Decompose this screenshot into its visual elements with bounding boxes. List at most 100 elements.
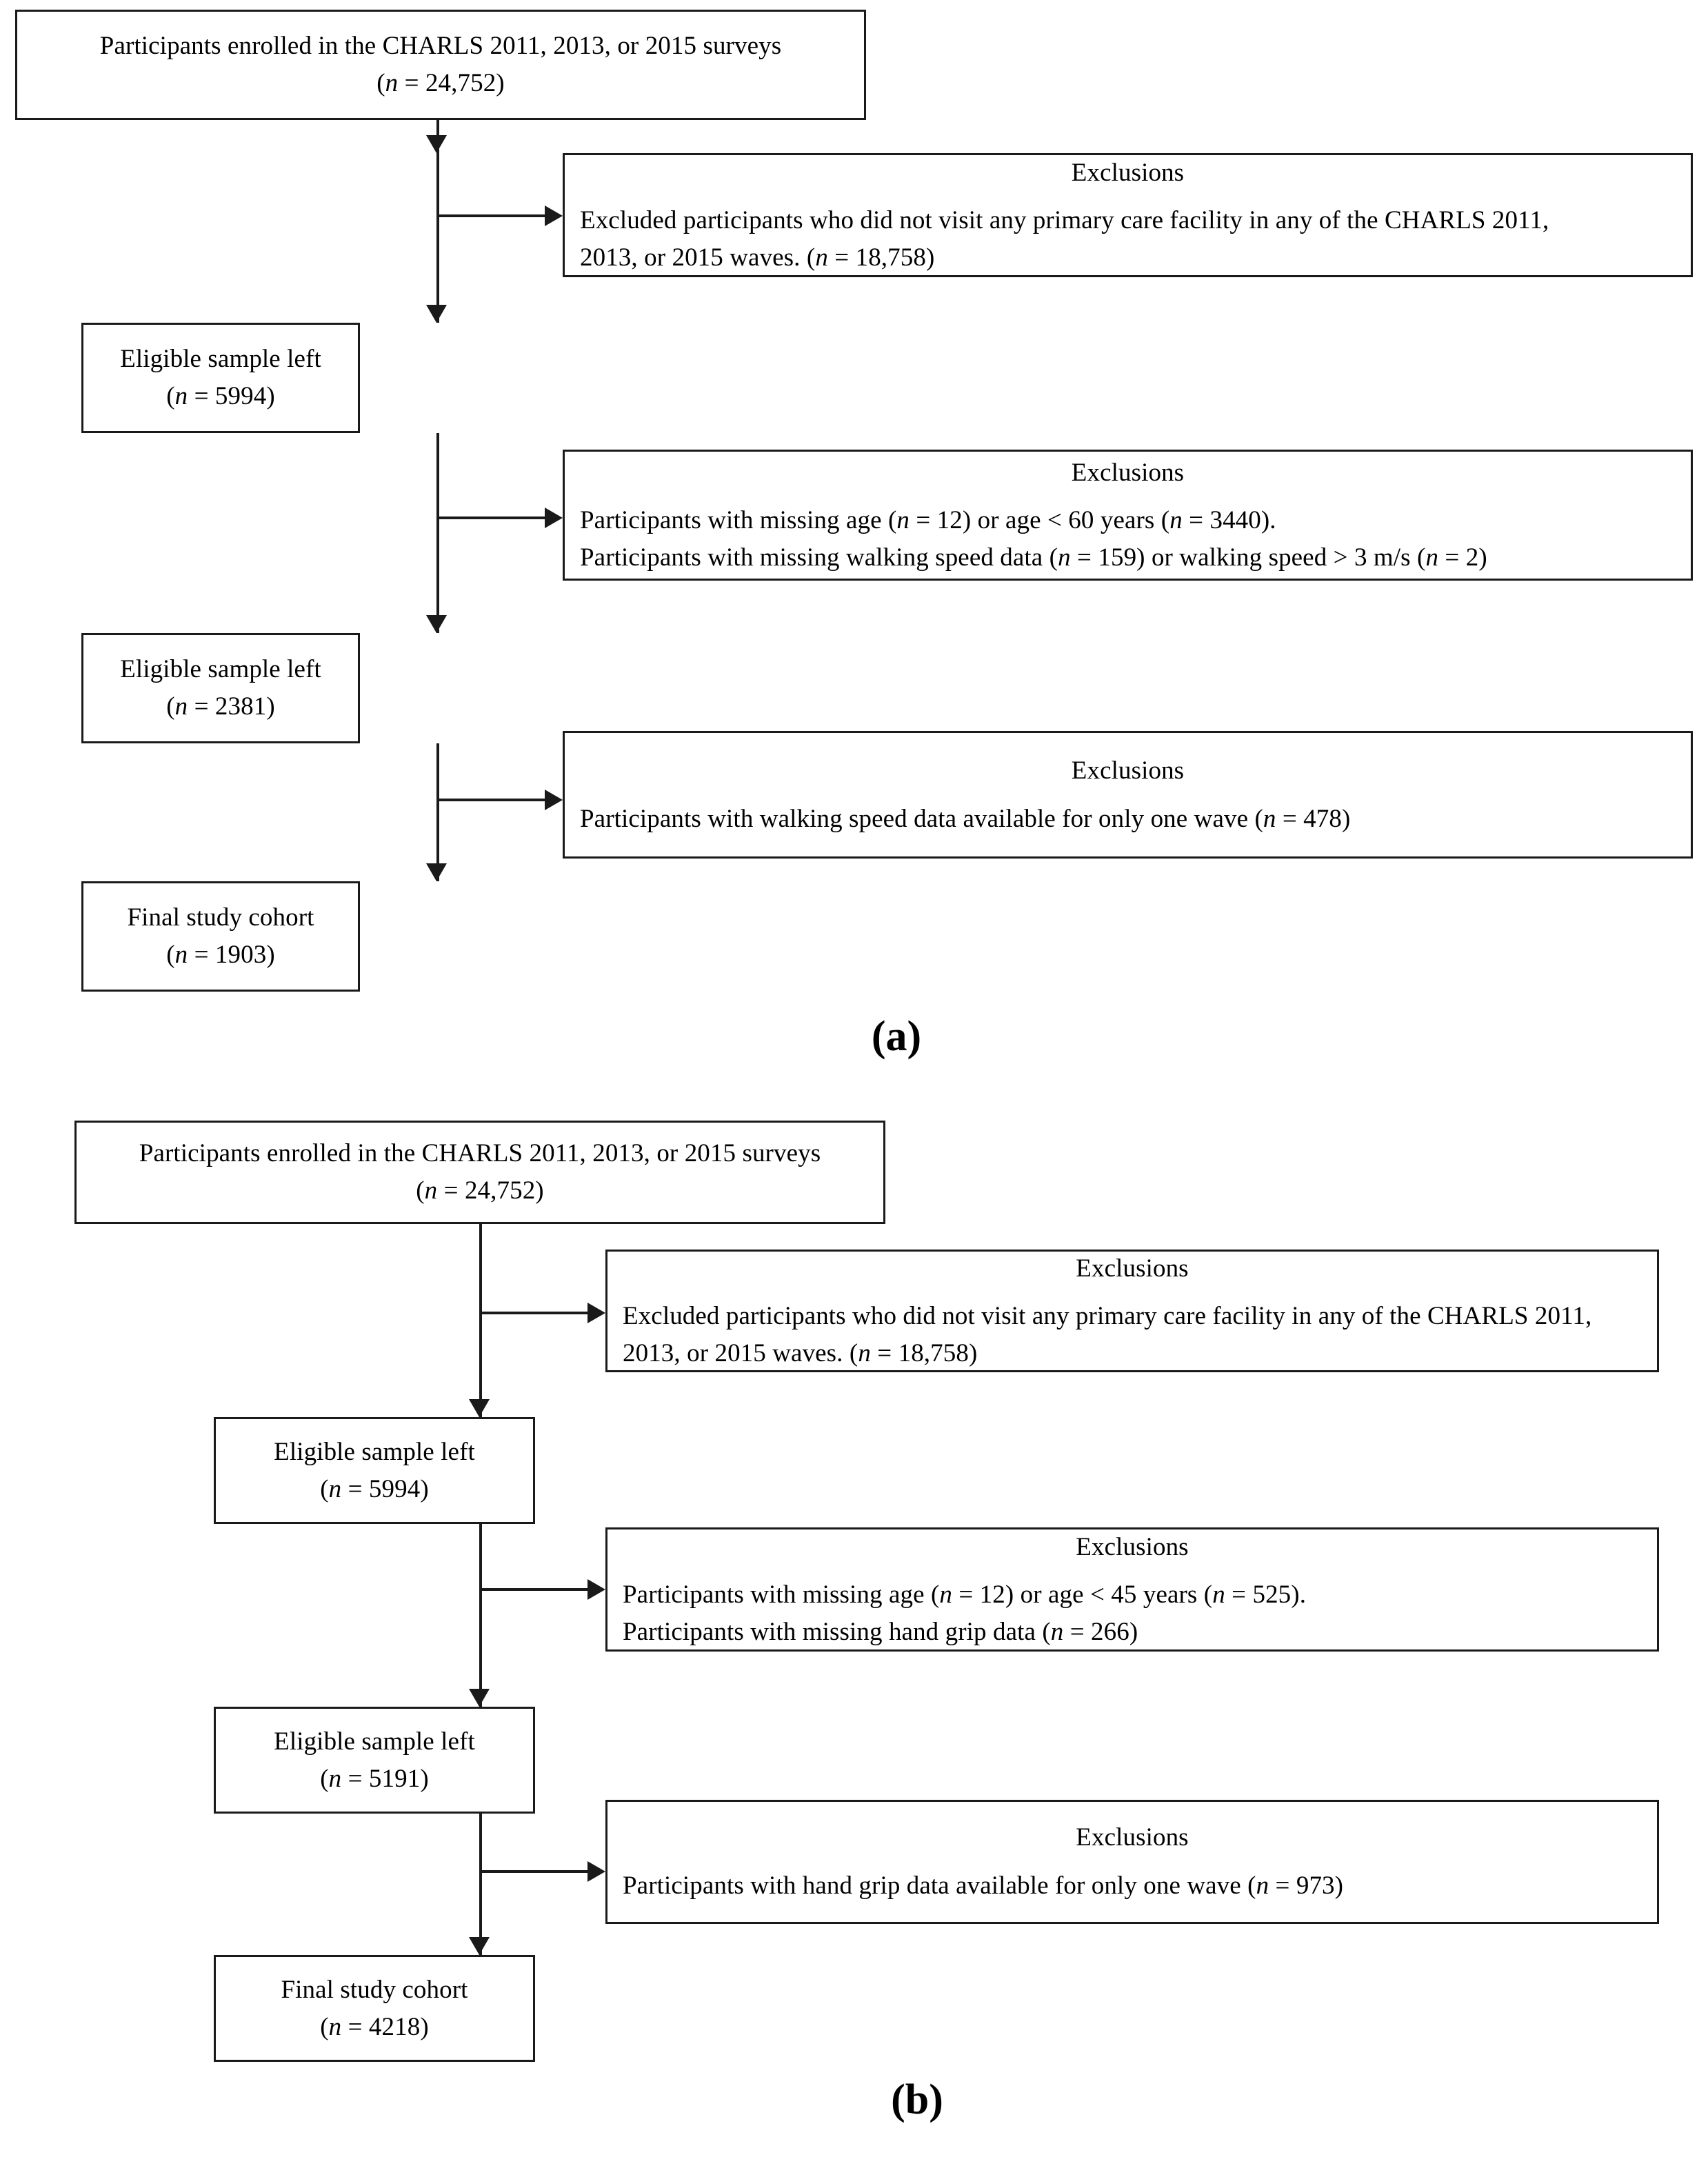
panel-b-node-eligible-1: Eligible sample left (n = 5994) — [214, 1417, 535, 1524]
n-symbol: n — [385, 69, 399, 97]
connector-b-3 — [479, 1814, 482, 1955]
n-value: = 2381) — [188, 692, 275, 721]
node-count: (n = 4218) — [216, 2009, 533, 2046]
exclusion-line-2: Participants with missing hand grip data… — [607, 1614, 1672, 1651]
seg-1: Participants with missing age ( — [623, 1581, 940, 1609]
exclusion-heading: Exclusions — [1071, 158, 1185, 187]
exclusion-heading: Exclusions — [1076, 1823, 1189, 1852]
panel-b-node-exclusion-3: Exclusions Participants with hand grip d… — [605, 1800, 1659, 1924]
paren-open: ( — [320, 1764, 329, 1793]
seg-3: = 525). — [1225, 1581, 1307, 1609]
n-symbol: n — [939, 1581, 952, 1609]
n-value: = 24,752) — [398, 69, 505, 97]
panel-a-node-eligible-1: Eligible sample left (n = 5994) — [81, 323, 360, 433]
arrowhead-b-branch-3 — [587, 1861, 605, 1882]
n-symbol: n — [328, 1764, 342, 1793]
node-count: (n = 2381) — [83, 688, 358, 725]
node-title: Participants enrolled in the CHARLS 2011… — [99, 32, 782, 61]
panel-a-node-eligible-2: Eligible sample left (n = 2381) — [81, 633, 360, 743]
node-count: (n = 24,752) — [77, 1172, 883, 1210]
panel-a-node-exclusion-3: Exclusions Participants with walking spe… — [563, 731, 1693, 859]
arrowhead-a-branch-1 — [545, 205, 563, 226]
connector-b-2 — [479, 1524, 482, 1707]
n-symbol: n — [174, 941, 188, 969]
n-symbol: n — [328, 2012, 342, 2041]
panel-b-node-eligible-2: Eligible sample left (n = 5191) — [214, 1707, 535, 1814]
panel-a-caption: (a) — [871, 1013, 922, 1060]
arrowhead-b-enter-eligible1 — [469, 1399, 490, 1417]
paren-open: ( — [376, 69, 385, 97]
n-symbol: n — [1425, 543, 1439, 572]
paren-open: ( — [166, 941, 175, 969]
exclusion-line-2: Participants with missing walking speed … — [565, 539, 1706, 576]
panel-b-node-enrolled: Participants enrolled in the CHARLS 2011… — [74, 1121, 885, 1224]
panel-b-caption: (b) — [891, 2076, 943, 2123]
exclusion-line-1: Excluded participants who did not visit … — [623, 1302, 1592, 1331]
node-count: (n = 24,752) — [17, 65, 864, 102]
exclusion-line-1: Participants with walking speed data ava… — [565, 801, 1706, 838]
node-count: (n = 5191) — [216, 1760, 533, 1798]
connector-a-3 — [436, 743, 439, 881]
panel-a-node-exclusion-2: Exclusions Participants with missing age… — [563, 450, 1693, 581]
node-count: (n = 5994) — [216, 1471, 533, 1508]
n-value: = 5191) — [341, 1764, 429, 1793]
exclusion-line-2-pre: 2013, or 2015 waves. ( — [623, 1338, 858, 1367]
node-title: Eligible sample left — [274, 1727, 475, 1756]
panel-b-node-exclusion-1: Exclusions Excluded participants who did… — [605, 1250, 1659, 1372]
n-symbol: n — [858, 1338, 871, 1367]
branch-a-2 — [436, 516, 558, 519]
n-value: = 5994) — [188, 382, 275, 410]
n-symbol: n — [1256, 1872, 1269, 1900]
exclusion-heading: Exclusions — [1076, 1532, 1189, 1561]
node-title: Final study cohort — [127, 903, 314, 932]
panel-b-node-final: Final study cohort (n = 4218) — [214, 1955, 535, 2062]
seg-3: = 2) — [1438, 543, 1487, 572]
exclusion-line-2-post: = 18,758) — [870, 1338, 978, 1367]
seg-2: = 478) — [1276, 804, 1351, 833]
panel-b-node-exclusion-2: Exclusions Participants with missing age… — [605, 1527, 1659, 1652]
arrowhead-b-branch-2 — [587, 1579, 605, 1600]
seg-1: Participants with missing age ( — [580, 506, 897, 535]
node-title: Participants enrolled in the CHARLS 2011… — [139, 1139, 821, 1168]
n-value: = 1903) — [188, 941, 275, 969]
seg-1: Participants with walking speed data ava… — [580, 804, 1263, 833]
branch-b-2 — [479, 1588, 601, 1591]
exclusion-line-1: Participants with missing age (n = 12) o… — [607, 1576, 1672, 1614]
node-title: Final study cohort — [281, 1975, 468, 2004]
node-title: Eligible sample left — [120, 345, 321, 374]
exclusion-line-2-post: = 18,758) — [827, 243, 935, 272]
node-title: Eligible sample left — [274, 1437, 475, 1466]
panel-a-node-exclusion-1: Exclusions Excluded participants who did… — [563, 153, 1693, 277]
node-title: Eligible sample left — [120, 655, 321, 684]
connector-a-1 — [436, 120, 439, 323]
arrowhead-a-1 — [426, 135, 447, 153]
n-symbol: n — [1058, 543, 1071, 572]
branch-b-1 — [479, 1312, 601, 1314]
branch-a-1 — [436, 214, 558, 217]
n-value: = 24,752) — [437, 1176, 544, 1205]
panel-a-node-final: Final study cohort (n = 1903) — [81, 881, 360, 992]
arrowhead-b-enter-eligible2 — [469, 1689, 490, 1707]
n-value: = 5994) — [341, 1474, 429, 1503]
n-symbol: n — [1263, 804, 1276, 833]
paren-open: ( — [320, 2012, 329, 2041]
arrowhead-b-enter-final — [469, 1937, 490, 1955]
n-symbol: n — [1169, 506, 1183, 535]
arrowhead-b-branch-1 — [587, 1303, 605, 1323]
connector-a-2 — [436, 433, 439, 633]
arrowhead-a-enter-eligible1 — [426, 305, 447, 323]
exclusion-line-1: Excluded participants who did not visit … — [580, 206, 1549, 235]
arrowhead-a-branch-2 — [545, 508, 563, 528]
paren-open: ( — [416, 1176, 425, 1205]
branch-a-3 — [436, 799, 558, 801]
paren-open: ( — [166, 382, 175, 410]
seg-1: Participants with missing hand grip data… — [623, 1617, 1051, 1646]
branch-b-3 — [479, 1870, 601, 1873]
connector-b-1 — [479, 1224, 482, 1417]
arrowhead-a-enter-final — [426, 863, 447, 881]
n-symbol: n — [328, 1474, 342, 1503]
n-symbol: n — [174, 382, 188, 410]
exclusion-heading: Exclusions — [1071, 756, 1185, 785]
arrowhead-a-enter-eligible2 — [426, 615, 447, 633]
